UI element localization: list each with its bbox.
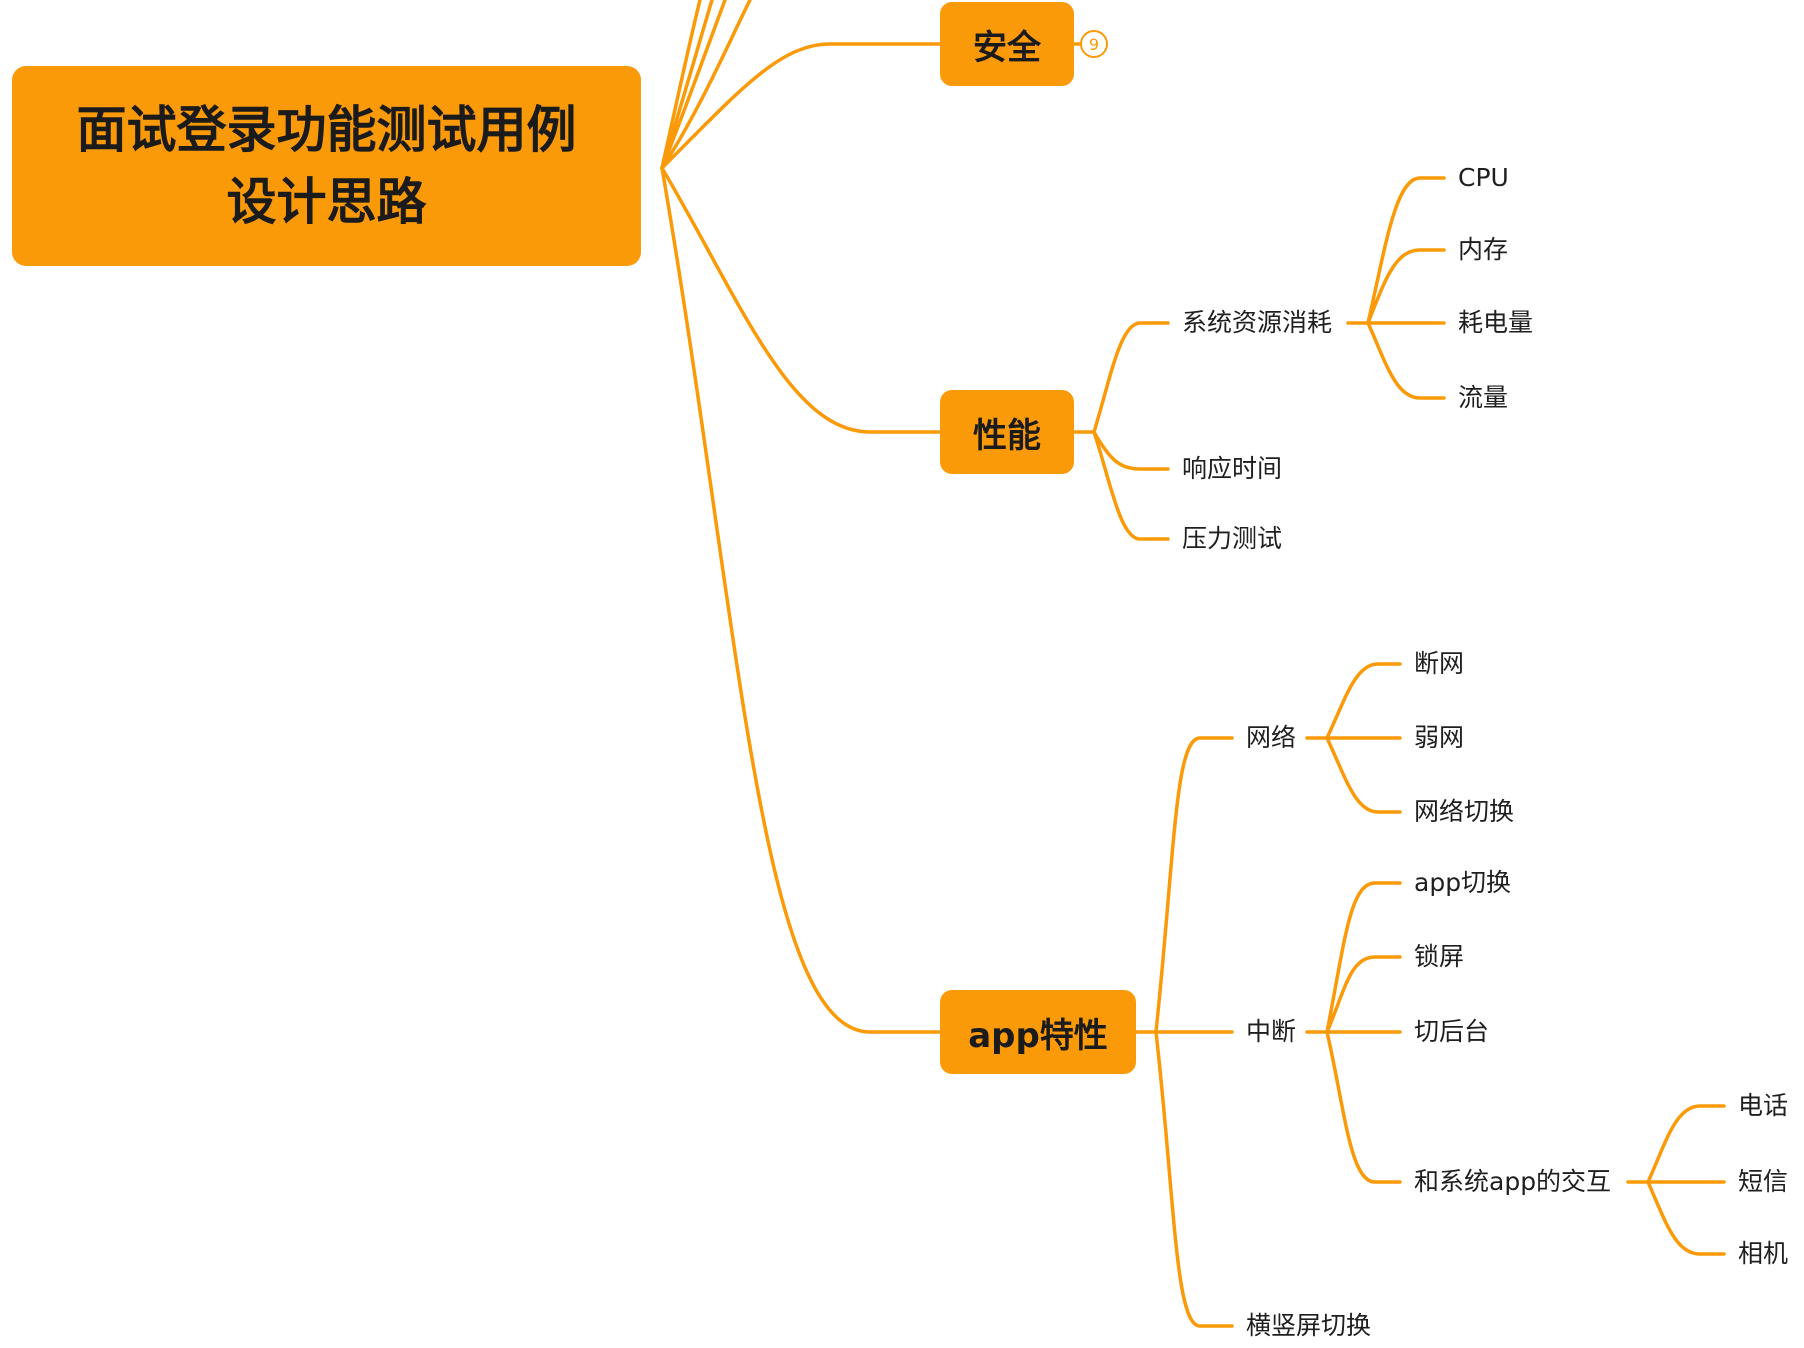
- node-system-resource[interactable]: 系统资源消耗: [1182, 308, 1333, 337]
- node-network[interactable]: 网络: [1246, 723, 1297, 752]
- node-lock-screen[interactable]: 锁屏: [1414, 942, 1465, 971]
- node-weak-network[interactable]: 弱网: [1414, 723, 1465, 752]
- root-title-line2: 设计思路: [226, 173, 427, 231]
- node-app-switch[interactable]: app切换: [1414, 868, 1512, 897]
- node-rotation[interactable]: 横竖屏切换: [1246, 1311, 1372, 1340]
- node-network-switch[interactable]: 网络切换: [1414, 797, 1515, 826]
- node-response-time[interactable]: 响应时间: [1182, 454, 1283, 483]
- topic-anquan[interactable]: 安全: [940, 2, 1074, 86]
- node-system-app-interaction[interactable]: 和系统app的交互: [1414, 1167, 1612, 1196]
- node-interrupt[interactable]: 中断: [1246, 1017, 1297, 1046]
- root-title-line1: 面试登录功能测试用例: [76, 101, 577, 159]
- node-camera[interactable]: 相机: [1738, 1239, 1789, 1268]
- node-battery[interactable]: 耗电量: [1458, 308, 1534, 337]
- node-sms[interactable]: 短信: [1738, 1167, 1789, 1196]
- topic-xingneng[interactable]: 性能: [940, 390, 1074, 474]
- node-phone-call[interactable]: 电话: [1738, 1091, 1789, 1120]
- node-traffic[interactable]: 流量: [1458, 383, 1509, 412]
- node-memory[interactable]: 内存: [1458, 235, 1509, 264]
- node-stress-test[interactable]: 压力测试: [1182, 524, 1283, 553]
- topic-app-features-label: app特性: [968, 1015, 1108, 1056]
- node-background[interactable]: 切后台: [1414, 1017, 1490, 1046]
- root-topic[interactable]: 面试登录功能测试用例 设计思路: [12, 66, 641, 266]
- topic-app-features[interactable]: app特性: [940, 990, 1136, 1074]
- topic-xingneng-label: 性能: [973, 415, 1041, 456]
- node-cpu[interactable]: CPU: [1458, 163, 1509, 192]
- node-network-off[interactable]: 断网: [1414, 649, 1465, 678]
- topic-anquan-label: 安全: [973, 27, 1041, 68]
- collapsed-count-badge[interactable]: 9: [1080, 30, 1108, 58]
